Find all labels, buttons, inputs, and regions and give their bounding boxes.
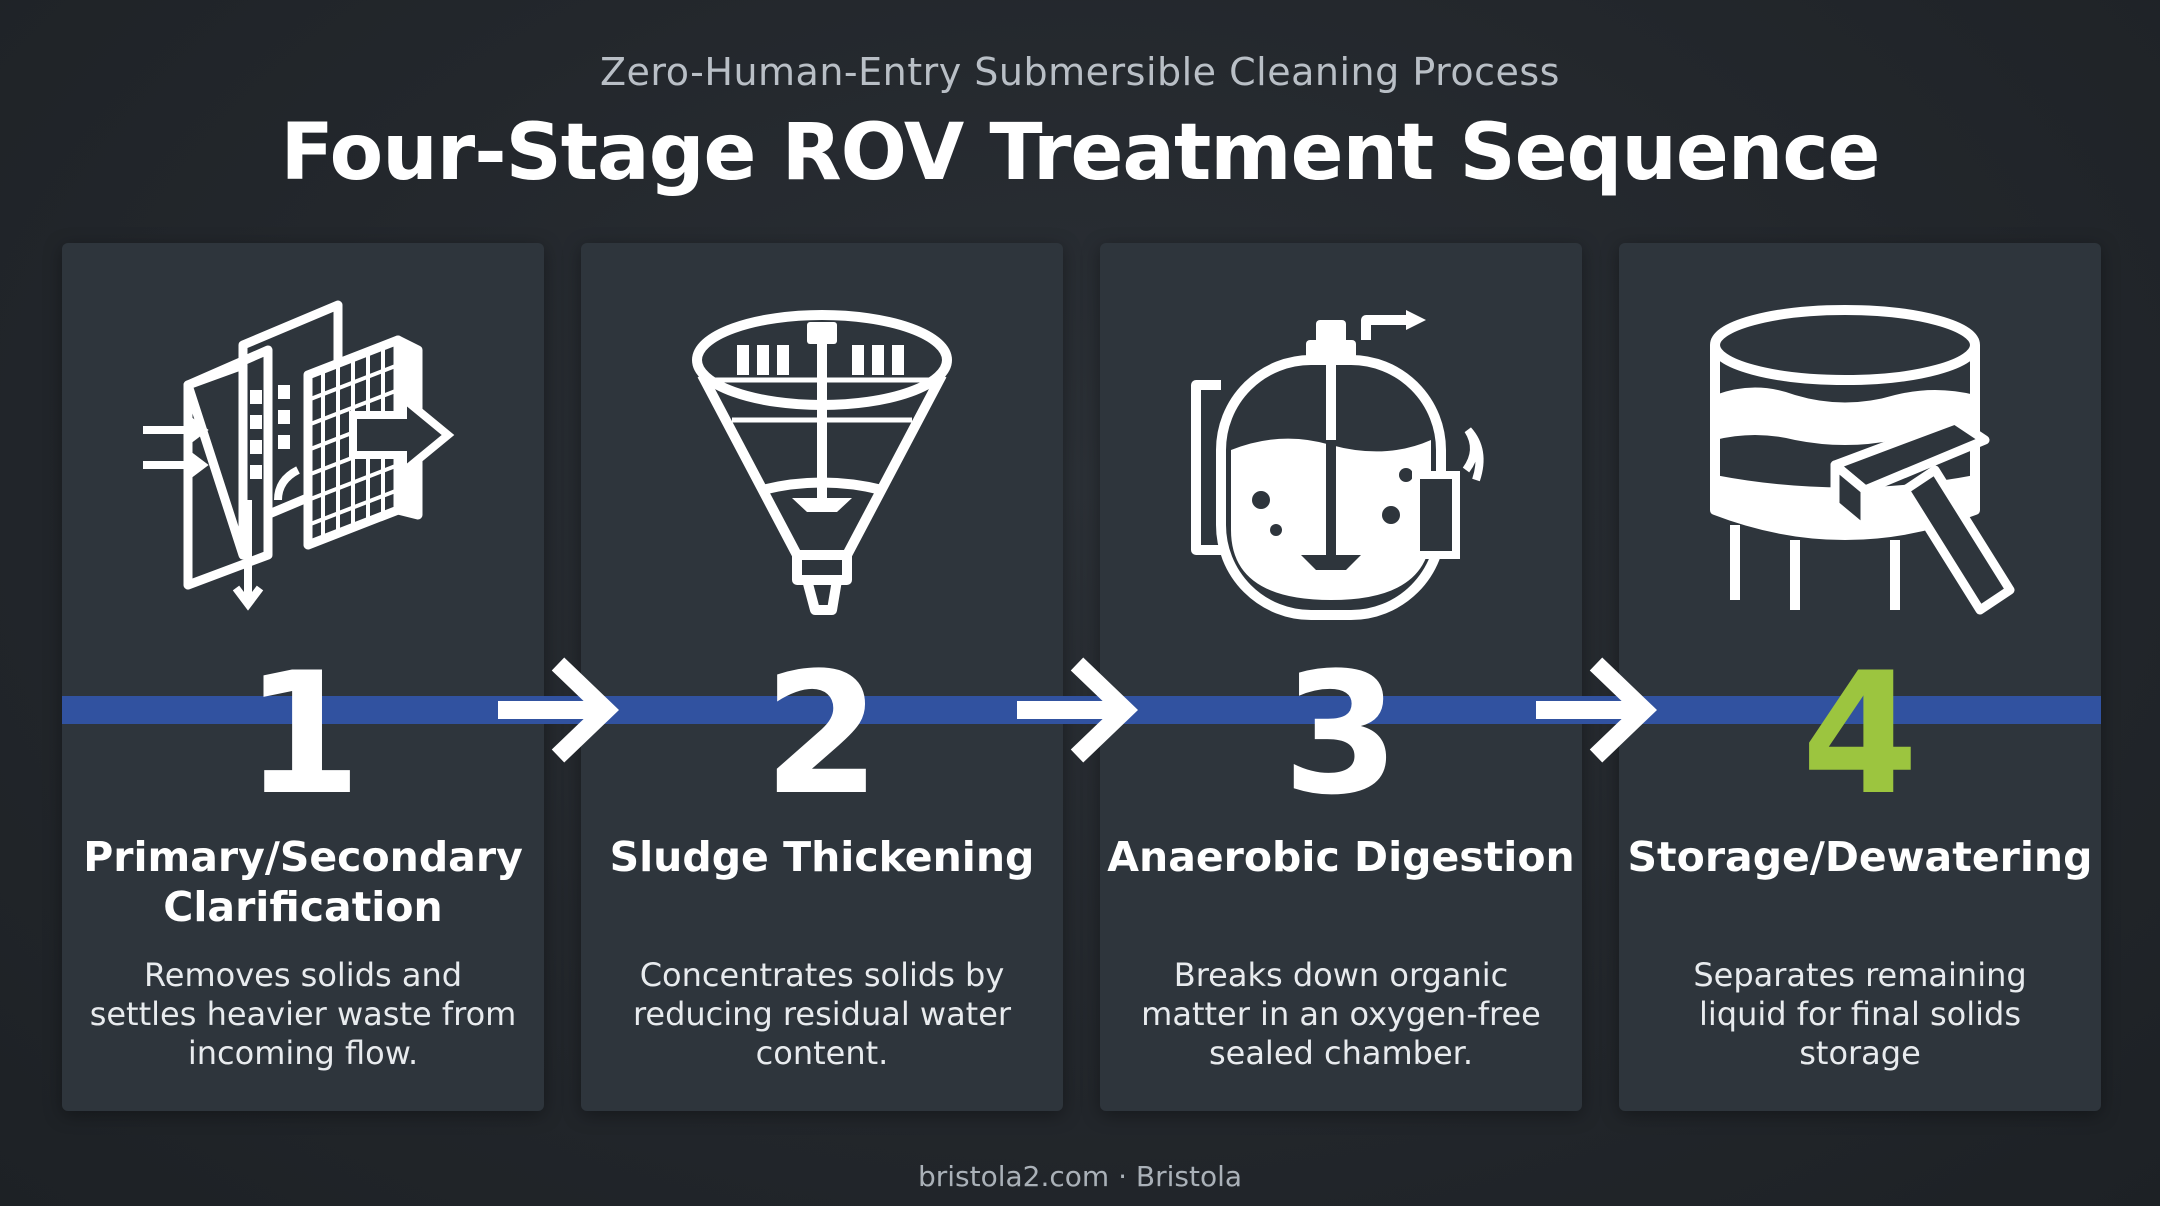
stage-number-2: 2 <box>763 636 881 832</box>
stage-number-1: 1 <box>244 636 362 832</box>
stage-title-4: Storage/Dewatering <box>1627 833 2093 881</box>
page-title: Four-Stage ROV Treatment Sequence <box>280 108 1881 198</box>
stage-title-2: Sludge Thickening <box>609 833 1035 881</box>
stage-title-3: Anaerobic Digestion <box>1107 833 1575 881</box>
arrow-right-icon <box>1532 650 1666 770</box>
stage-title-1: Primary/Secondary Clarification <box>83 833 523 931</box>
page-subtitle: Zero-Human-Entry Submersible Cleaning Pr… <box>600 50 1560 94</box>
stage-description-1: Removes solids and settles heavier waste… <box>89 956 517 1072</box>
stage-number-3: 3 <box>1282 636 1400 832</box>
arrow-right-icon <box>494 650 628 770</box>
clarifier-screen-icon <box>138 300 468 630</box>
arrow-right-icon <box>1013 650 1147 770</box>
stage-description-2: Concentrates solids by reducing residual… <box>632 956 1012 1072</box>
footer-credit: bristola2.com · Bristola <box>917 1160 1243 1193</box>
stage-number-4: 4 <box>1801 636 1919 832</box>
thickener-cone-icon <box>657 300 987 630</box>
digester-tank-icon <box>1176 300 1506 630</box>
stage-card-4 <box>1619 243 2101 1111</box>
stage-description-3: Breaks down organic matter in an oxygen-… <box>1141 956 1541 1072</box>
stage-description-4: Separates remaining liquid for final sol… <box>1693 956 2027 1072</box>
storage-tank-chute-icon <box>1695 300 2025 630</box>
